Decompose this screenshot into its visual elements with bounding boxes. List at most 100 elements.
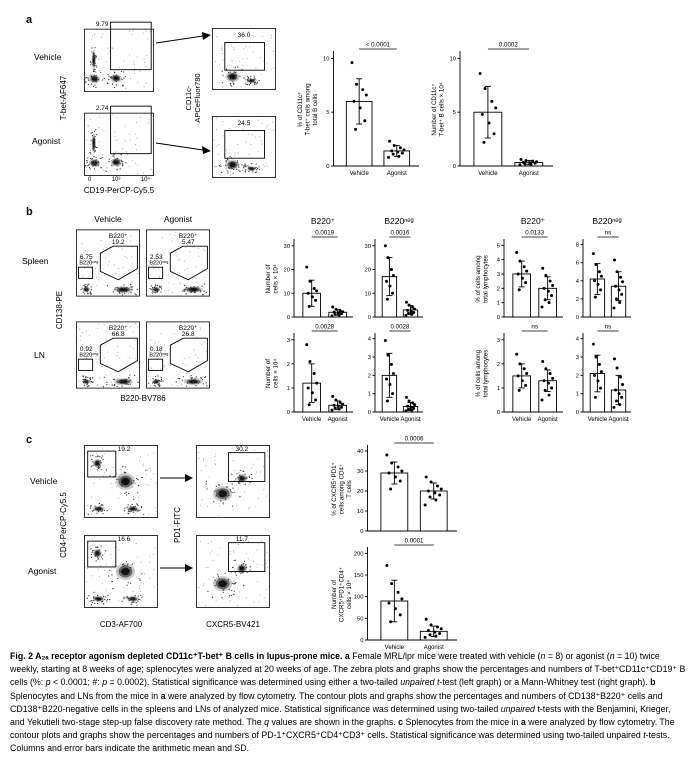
axis-label-cd4-percp: CD4-PerCP-Cy5.5 <box>59 492 69 558</box>
svg-text:0: 0 <box>576 315 579 320</box>
svg-text:B220ⁿᵉᵍ: B220ⁿᵉᵍ <box>149 351 168 358</box>
svg-text:36.0: 36.0 <box>238 32 251 39</box>
svg-text:20: 20 <box>357 489 363 495</box>
axis-label-cxcr5-bv421: CXCR5-BV421 <box>206 620 260 629</box>
svg-text:% of CD11c⁺: % of CD11c⁺ <box>297 92 304 128</box>
svg-text:T-bet⁺ cells among: T-bet⁺ cells among <box>305 83 312 136</box>
svg-text:4: 4 <box>497 258 501 264</box>
svg-text:20: 20 <box>365 268 371 274</box>
svg-text:cells × 10⁴: cells × 10⁴ <box>346 580 353 609</box>
svg-text:total B cells: total B cells <box>312 94 319 126</box>
svg-text:Number of: Number of <box>265 264 272 293</box>
svg-text:1: 1 <box>368 392 371 398</box>
svg-text:Agonist: Agonist <box>387 171 407 177</box>
flow-plot-cd4-cd3-agonist: 16.6 <box>84 532 158 608</box>
flow-plot-cd11c-agonist: 24.5 <box>212 112 276 178</box>
gating-arrow-a2 <box>155 142 211 154</box>
svg-text:0.0002: 0.0002 <box>499 42 518 49</box>
axis-label-cd19-percp: CD19-PerCP-Cy5.5 <box>83 186 155 195</box>
svg-text:0: 0 <box>360 638 363 644</box>
svg-text:50: 50 <box>357 616 363 622</box>
chart-header-pct-b220pos: B220⁺ <box>520 216 546 226</box>
row-label-ln: LN <box>34 350 45 360</box>
figure-caption: Fig. 2 A₂ₐ receptor agonism depleted CD1… <box>10 651 686 754</box>
axis-label-tbet-af647: T-bet-AF647 <box>59 75 69 121</box>
panel-c-label: c <box>26 434 33 446</box>
svg-text:Agonist: Agonist <box>328 417 348 423</box>
panel-a-row-label-agonist: Agonist <box>32 136 61 146</box>
svg-text:ns: ns <box>531 324 538 331</box>
gating-arrow-c2 <box>160 564 193 572</box>
svg-text:0.0006: 0.0006 <box>405 436 424 443</box>
axis-label-cd11c-line2: APCeFluor780 <box>193 73 202 123</box>
axis-label-cd11c-apcefluor780: CD11c- APCeFluor780 <box>184 40 204 156</box>
svg-text:0: 0 <box>368 315 371 320</box>
x-tick-10e3: 10³ <box>111 177 121 183</box>
svg-text:6.75: 6.75 <box>80 254 93 261</box>
axis-label-cd138-pe: CD138-PE <box>55 290 65 330</box>
flow-plot-tbet-cd19-agonist: 2.74 <box>84 104 154 176</box>
svg-text:total lymphocytes: total lymphocytes <box>483 255 490 303</box>
svg-text:30: 30 <box>365 244 371 250</box>
svg-text:30: 30 <box>357 469 363 475</box>
svg-text:0: 0 <box>326 164 329 170</box>
svg-text:T cells: T cells <box>346 480 353 498</box>
svg-text:150: 150 <box>354 573 364 579</box>
svg-text:B220ⁿᵉᵍ: B220ⁿᵉᵍ <box>149 259 168 266</box>
svg-text:4: 4 <box>576 337 580 343</box>
svg-text:2: 2 <box>287 362 290 368</box>
svg-text:10: 10 <box>365 291 371 297</box>
svg-text:< 0.0001: < 0.0001 <box>366 42 391 49</box>
chart-header-num-b220pos: B220⁺ <box>310 216 336 226</box>
svg-text:2: 2 <box>576 373 579 379</box>
svg-text:Vehicle: Vehicle <box>588 417 608 423</box>
svg-text:3: 3 <box>576 355 579 361</box>
x-tick-10e4: 10⁴ <box>140 177 150 183</box>
svg-text:0: 0 <box>576 410 579 416</box>
gating-arrow-a1 <box>155 32 211 44</box>
svg-text:3: 3 <box>497 272 500 278</box>
svg-text:9.79: 9.79 <box>96 21 109 28</box>
svg-text:0.0016: 0.0016 <box>390 230 409 237</box>
svg-text:1: 1 <box>287 386 290 392</box>
svg-text:8: 8 <box>576 243 579 249</box>
axis-label-cd3-af700: CD3-AF700 <box>99 620 143 629</box>
svg-text:0.0001: 0.0001 <box>405 538 424 545</box>
svg-text:0.0133: 0.0133 <box>525 230 544 237</box>
svg-text:B220ⁿᵉᵍ: B220ⁿᵉᵍ <box>79 351 98 358</box>
svg-text:10: 10 <box>323 56 329 62</box>
row-label-spleen: Spleen <box>22 256 49 266</box>
svg-text:0: 0 <box>360 529 363 534</box>
svg-text:% of CXCR5⁺PD1⁺: % of CXCR5⁺PD1⁺ <box>331 462 338 516</box>
svg-text:10: 10 <box>450 56 456 62</box>
svg-text:0.0028: 0.0028 <box>315 324 334 331</box>
gating-arrow-c1 <box>160 474 193 482</box>
svg-text:ns: ns <box>605 230 612 237</box>
svg-text:Agonist: Agonist <box>519 171 539 177</box>
flow-plot-cd11c-vehicle: 36.0 <box>212 24 276 90</box>
svg-text:Vehicle: Vehicle <box>380 417 400 423</box>
chart-header-num-b220neg: B220ⁿᵉᵍ <box>384 216 414 226</box>
flow-plot-tbet-cd19-vehicle: 9.79 <box>84 20 154 92</box>
svg-text:1: 1 <box>497 301 500 307</box>
svg-text:% of cells among: % of cells among <box>475 255 482 303</box>
svg-text:2.74: 2.74 <box>96 105 109 112</box>
svg-text:2: 2 <box>576 297 579 303</box>
flow-plot-cd4-cd3-vehicle: 19.2 <box>84 442 158 518</box>
svg-text:Number of CD11c⁺: Number of CD11c⁺ <box>431 83 438 135</box>
svg-text:Vehicle: Vehicle <box>349 171 369 177</box>
svg-text:Agonist: Agonist <box>609 417 629 423</box>
svg-text:10: 10 <box>357 509 363 515</box>
svg-text:CXCR5⁺PD1⁺CD4⁺: CXCR5⁺PD1⁺CD4⁺ <box>339 567 346 622</box>
